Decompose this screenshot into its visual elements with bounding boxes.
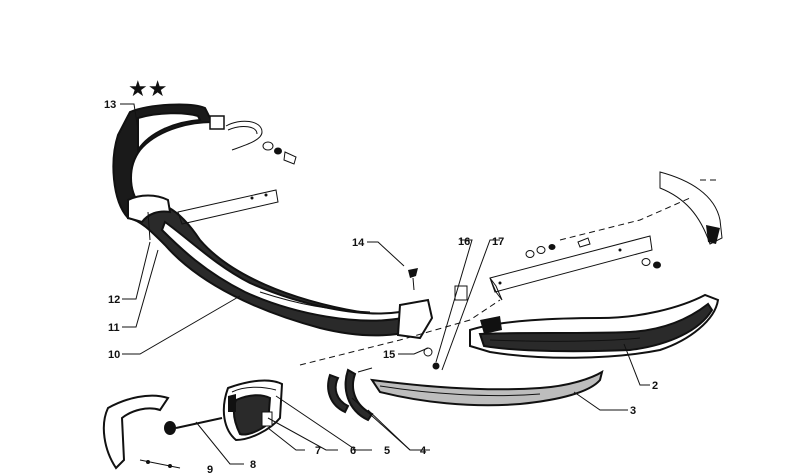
mounting-bracket-left <box>177 189 279 225</box>
corner-fasteners <box>209 115 297 165</box>
rubber-guard-strip <box>369 369 604 407</box>
stars-mark: ★★ <box>128 77 167 102</box>
callout-6: 6 <box>350 445 356 457</box>
mounting-bracket-right <box>489 235 661 301</box>
rubber-pads <box>327 367 374 422</box>
leader-lines <box>120 103 650 465</box>
callout-9: 9 <box>207 464 213 473</box>
callout-2: 2 <box>652 380 658 392</box>
corner-bracket-left <box>127 194 172 241</box>
front-bumper-left-part <box>112 103 432 337</box>
callout-4: 4 <box>420 445 427 457</box>
callout-12: 12 <box>108 294 120 306</box>
callout-7: 7 <box>315 445 321 457</box>
front-bumper-right-part <box>469 293 720 359</box>
overrider-bolt <box>164 417 223 435</box>
callout-16: 16 <box>458 236 470 248</box>
callout-10: 10 <box>108 349 120 361</box>
callout-15: 15 <box>383 349 395 361</box>
callout-13: 13 <box>104 99 116 111</box>
callout-11: 11 <box>108 322 120 334</box>
bumper-overrider <box>222 379 284 442</box>
callout-5: 5 <box>384 445 390 457</box>
center-bracket <box>396 268 468 370</box>
callout-8: 8 <box>250 459 256 471</box>
callout-17: 17 <box>492 236 504 248</box>
callout-3: 3 <box>630 405 636 417</box>
corner-overrider-left <box>102 394 181 470</box>
callout-14: 14 <box>352 237 365 249</box>
car-body-outline <box>559 171 723 245</box>
